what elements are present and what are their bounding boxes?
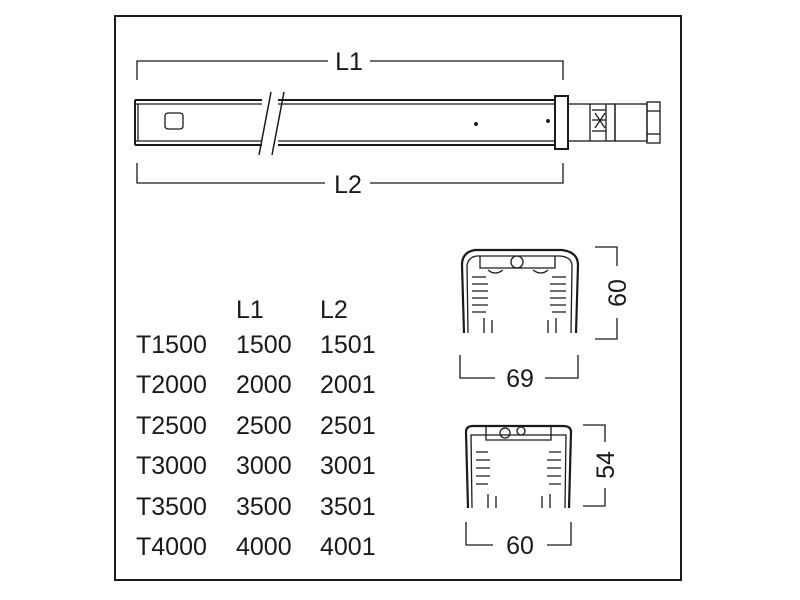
table-cell: 4000	[236, 533, 292, 562]
l1-dimension-line	[136, 60, 564, 80]
table-row: T2000 2000 2001	[136, 366, 390, 407]
table-cell: 4001	[320, 533, 376, 562]
profile-large-width-dim	[459, 355, 579, 379]
table-cell: 2501	[320, 411, 376, 440]
table-row: T1500 1500 1501	[136, 325, 390, 366]
table-header-cell: L2	[320, 296, 348, 324]
table-cell: 2500	[236, 411, 292, 440]
table-cell: 2000	[236, 371, 292, 400]
table-header-cell: L1	[236, 296, 264, 324]
track-rail	[134, 99, 555, 146]
profile-small-outline	[464, 424, 573, 509]
l2-label: L2	[334, 171, 362, 199]
table-cell: T4000	[136, 533, 207, 562]
table-header-row: L1 L2	[136, 290, 390, 325]
profile-large-outline	[460, 248, 580, 334]
drawing-frame	[114, 15, 682, 581]
break-mark	[258, 91, 285, 156]
table-row: T3500 3500 3501	[136, 487, 390, 528]
table-cell: 1501	[320, 330, 376, 359]
profile-large-height-label: 60	[604, 279, 632, 307]
table-cell: T2500	[136, 411, 207, 440]
table-cell: T3000	[136, 452, 207, 481]
profile-small-height-dim	[583, 424, 606, 507]
profile-large-height-dim	[595, 246, 618, 340]
l1-label: L1	[335, 48, 363, 76]
table-cell: 3500	[236, 492, 292, 521]
table-cell: T3500	[136, 492, 207, 521]
table-row: T3000 3000 3001	[136, 447, 390, 488]
table-header-cell	[136, 290, 236, 325]
table-cell: 3001	[320, 452, 376, 481]
table-cell: 1500	[236, 330, 292, 359]
table-row: T2500 2500 2501	[136, 406, 390, 447]
profile-small-width-label: 60	[506, 532, 534, 560]
table-cell: T2000	[136, 371, 207, 400]
rail-end-cap-icon	[164, 112, 184, 130]
table-cell: 2001	[320, 371, 376, 400]
profile-large-width-label: 69	[506, 365, 534, 393]
table-cell: 3000	[236, 452, 292, 481]
table-cell: T1500	[136, 330, 207, 359]
l2-dimension-line	[136, 163, 564, 184]
profile-small-height-label: 54	[592, 451, 620, 479]
profile-small-width-dim	[465, 522, 572, 546]
length-table: L1 L2 T1500 1500 1501 T2000 2000 2001 T2…	[136, 290, 390, 568]
table-row: T4000 4000 4001	[136, 528, 390, 569]
feed-connector	[554, 95, 661, 150]
table-cell: 3501	[320, 492, 376, 521]
